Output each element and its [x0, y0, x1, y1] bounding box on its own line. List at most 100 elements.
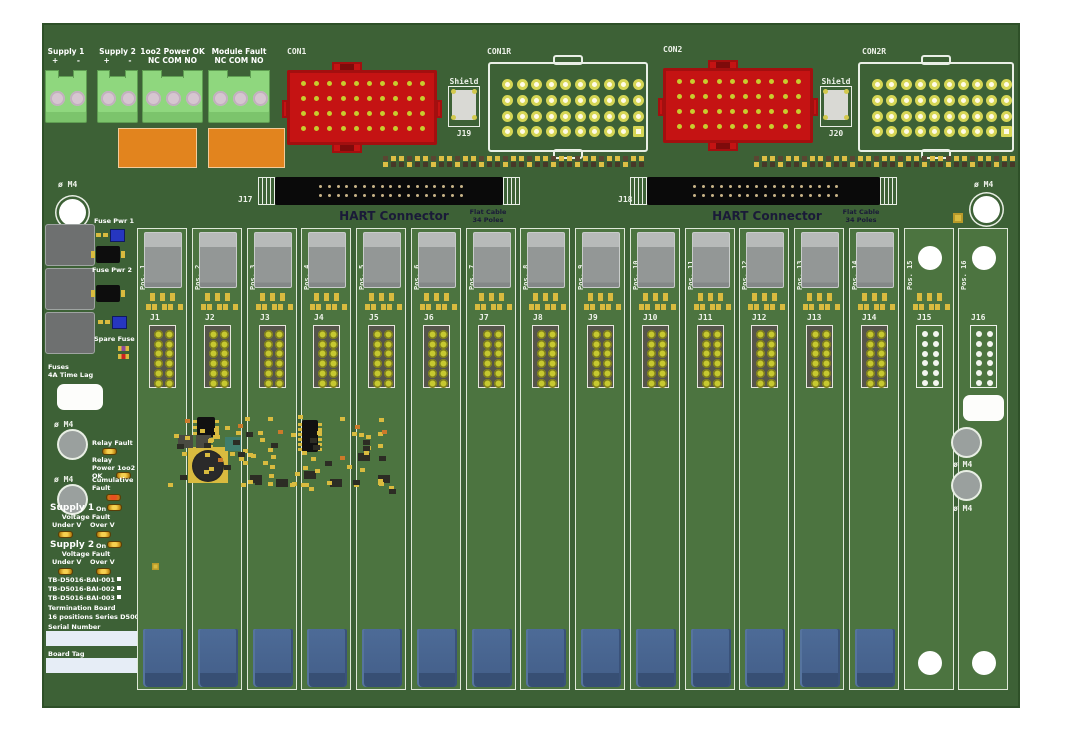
pin — [703, 79, 709, 84]
smd-body — [340, 456, 345, 460]
pin — [976, 360, 982, 367]
pin — [811, 368, 820, 378]
terminal-tab — [124, 70, 138, 78]
pin — [516, 110, 528, 122]
smd-pad — [174, 434, 179, 438]
pin — [756, 339, 765, 349]
module-socket — [417, 629, 457, 687]
smd — [962, 162, 967, 167]
pin — [932, 350, 939, 357]
smd-pad — [291, 433, 296, 437]
terminal-tab — [73, 70, 87, 78]
j-header — [423, 325, 450, 388]
pin — [713, 330, 722, 339]
con1-tab-right — [436, 100, 442, 118]
smd-pad — [698, 293, 703, 301]
pin — [209, 368, 218, 378]
pin — [574, 94, 586, 106]
pin — [795, 124, 801, 129]
smd-pad — [507, 304, 512, 310]
terminal-screw — [212, 91, 228, 106]
pin — [719, 185, 723, 188]
pin — [932, 380, 939, 386]
terminal-label-line1: 1oo2 Power OK — [140, 47, 205, 56]
smd-pad — [270, 293, 275, 301]
pin — [327, 194, 331, 197]
smd-pad — [292, 482, 297, 486]
smd-pad — [207, 304, 212, 310]
pin — [327, 81, 333, 86]
pin — [769, 94, 775, 99]
pin — [866, 349, 875, 359]
pin — [415, 194, 419, 197]
smd — [519, 156, 524, 161]
pin — [799, 185, 803, 188]
pin — [220, 378, 229, 388]
pin — [690, 94, 696, 99]
smd-pad — [243, 461, 248, 465]
pin — [710, 185, 714, 188]
smd-pad — [545, 304, 550, 310]
pin — [658, 359, 667, 369]
mounting-hole-mid-2 — [59, 486, 86, 513]
smd — [834, 162, 839, 167]
smd — [954, 162, 959, 167]
smd-pad — [208, 439, 213, 443]
smd-body — [355, 425, 360, 429]
pin — [340, 81, 346, 86]
terminal-label-line1: Supply 1 — [47, 47, 85, 56]
pin — [327, 185, 331, 188]
pin — [560, 126, 571, 138]
pin — [494, 339, 503, 349]
supply-1-on-led — [107, 504, 122, 511]
pin — [353, 96, 359, 101]
pin — [319, 194, 322, 197]
smd-pad — [288, 304, 293, 310]
smd-pad — [230, 452, 235, 456]
pin — [702, 330, 711, 339]
smd — [599, 162, 604, 167]
smd-pad — [378, 444, 383, 448]
smd-body — [310, 438, 317, 443]
pin — [835, 185, 839, 188]
smd — [639, 156, 644, 161]
pin — [767, 330, 776, 339]
pin — [710, 194, 714, 197]
smd-pad — [270, 465, 275, 469]
pin — [811, 339, 820, 349]
smd-pad — [272, 304, 277, 310]
pin — [957, 94, 969, 106]
smd-pad — [359, 433, 364, 437]
smd — [447, 156, 452, 161]
smd-resistor — [118, 346, 129, 351]
terminal-screw — [186, 91, 201, 106]
smd — [415, 162, 420, 167]
j-header — [149, 325, 176, 388]
terminal-label-line2: NC COM NO — [214, 56, 264, 65]
flat-cable-note-right: Flat Cable 34 Poles — [835, 208, 887, 224]
smd — [898, 156, 903, 161]
smd — [575, 156, 580, 161]
smd-pad — [309, 487, 314, 491]
smd — [954, 156, 959, 161]
smd-pad — [347, 465, 352, 469]
smd — [866, 156, 871, 161]
terminal-screw — [166, 91, 181, 106]
supply-1-over-v-led — [96, 531, 111, 538]
key-slot-right — [963, 395, 1004, 421]
pin — [406, 96, 412, 101]
j18-endbox-right — [880, 177, 897, 205]
smd — [786, 162, 791, 167]
pin — [728, 185, 732, 188]
smd — [415, 156, 420, 161]
pin — [353, 111, 359, 116]
pin — [603, 378, 612, 388]
part-number-2: TB-D5016-BAI-002 — [48, 585, 121, 593]
